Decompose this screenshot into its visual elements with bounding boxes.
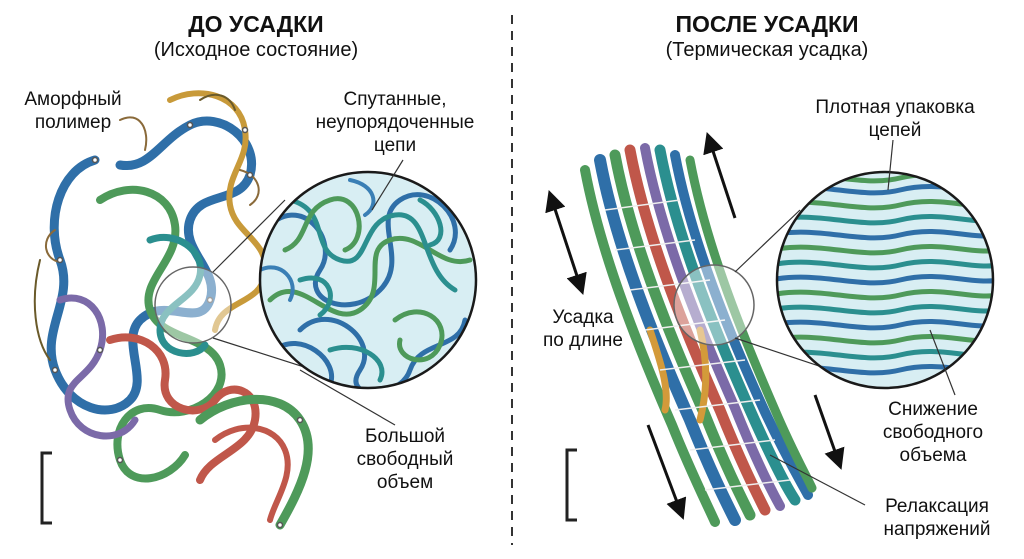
arrow-down-left-icon <box>646 424 687 520</box>
label-free-volume-reduction: Снижение свободного объема <box>882 399 984 466</box>
magnifier-focus-left <box>154 266 232 344</box>
magnifier-connector-top-left <box>212 199 286 273</box>
right-title: ПОСЛЕ УСАДКИ <box>675 11 859 37</box>
scale-bracket-right <box>565 448 577 522</box>
label-length-shrinkage: Усадка по длине <box>543 307 623 351</box>
packed-polymer-chains <box>580 143 817 527</box>
arrow-shrink-left-icon <box>545 190 587 295</box>
magnifier-circle-left <box>258 170 478 390</box>
magnifier-focus-right <box>673 264 755 346</box>
left-subtitle: (Исходное состояние) <box>153 39 359 61</box>
leader-free-volume <box>299 369 396 426</box>
left-title-block: ДО УСАДКИ (Исходное состояние) <box>76 10 436 63</box>
arrow-up-icon <box>703 132 737 219</box>
right-title-block: ПОСЛЕ УСАДКИ (Термическая усадка) <box>587 10 947 63</box>
left-title: ДО УСАДКИ <box>188 11 324 37</box>
leader-relaxation <box>769 454 866 506</box>
label-large-free-volume: Большой свободный объем <box>356 426 454 493</box>
magnifier-circle-right <box>775 170 995 390</box>
crosslink-markers <box>604 199 791 491</box>
leader-free-volume-drop <box>929 329 956 396</box>
label-dense-packing: Плотная упаковка цепей <box>815 97 975 141</box>
scale-bracket-left <box>40 451 52 525</box>
leader-tangled <box>371 159 404 211</box>
arrow-down-right-icon <box>813 394 845 470</box>
right-subtitle: (Термическая усадка) <box>665 39 869 61</box>
amorphous-polymer-chains <box>33 90 313 530</box>
label-tangled-chains: Спутанные, неупорядоченные цепи <box>315 89 475 156</box>
label-amorphous-polymer: Аморфный полимер <box>24 89 122 133</box>
leader-dense <box>887 139 894 191</box>
magnifier-connector-top-right <box>734 209 801 273</box>
label-stress-relaxation: Релаксация напряжений <box>883 496 991 540</box>
